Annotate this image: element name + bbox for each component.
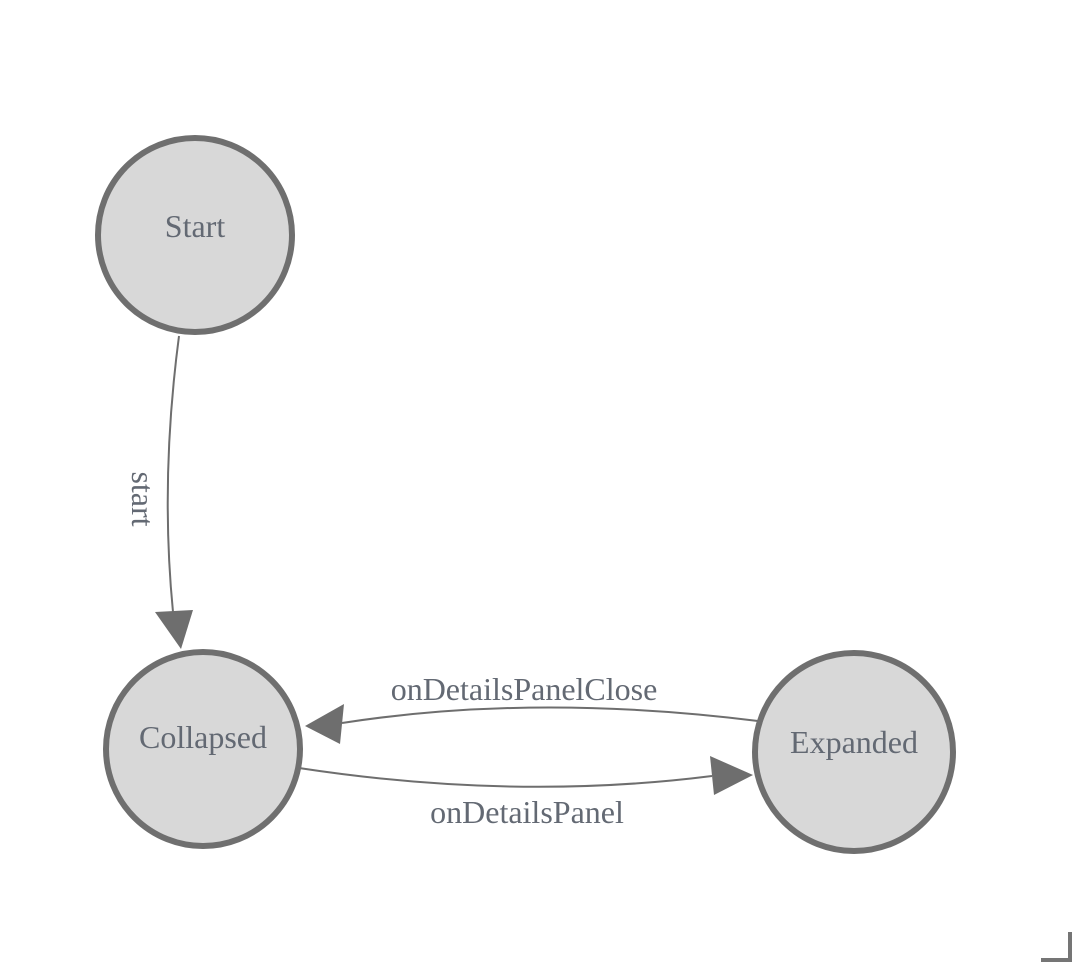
edge-collapsed-to-expanded: onDetailsPanel — [298, 756, 753, 830]
frame-corner-vertical-bar — [1068, 932, 1072, 962]
edge-start-to-collapsed-line — [166, 335, 180, 613]
edge-expanded-to-collapsed-line — [341, 706, 759, 724]
state-node-start-circle[interactable] — [95, 135, 295, 335]
edge-collapsed-to-expanded-line — [298, 767, 713, 788]
state-node-start-label: Start — [165, 208, 226, 244]
state-node-expanded-label: Expanded — [790, 724, 918, 760]
state-node-start[interactable]: Start — [95, 135, 295, 335]
frame-corner-horizontal-bar — [1041, 958, 1072, 962]
edge-start-to-collapsed: start — [125, 335, 193, 649]
frame-corner-mark — [1041, 932, 1072, 962]
edge-start-to-collapsed-arrowhead — [155, 610, 193, 649]
state-node-collapsed-circle[interactable] — [103, 649, 303, 849]
edge-expanded-to-collapsed-arrowhead — [305, 704, 344, 744]
edge-collapsed-to-expanded-arrowhead — [710, 756, 753, 795]
state-node-expanded-circle[interactable] — [752, 650, 956, 854]
edge-start-to-collapsed-label: start — [125, 471, 161, 526]
state-node-expanded[interactable]: Expanded — [752, 650, 956, 854]
state-node-collapsed-label: Collapsed — [139, 719, 267, 755]
edge-expanded-to-collapsed-label: onDetailsPanelClose — [391, 671, 658, 707]
edge-expanded-to-collapsed: onDetailsPanelClose — [305, 671, 759, 744]
state-node-collapsed[interactable]: Collapsed — [103, 649, 303, 849]
edge-collapsed-to-expanded-label: onDetailsPanel — [430, 794, 624, 830]
